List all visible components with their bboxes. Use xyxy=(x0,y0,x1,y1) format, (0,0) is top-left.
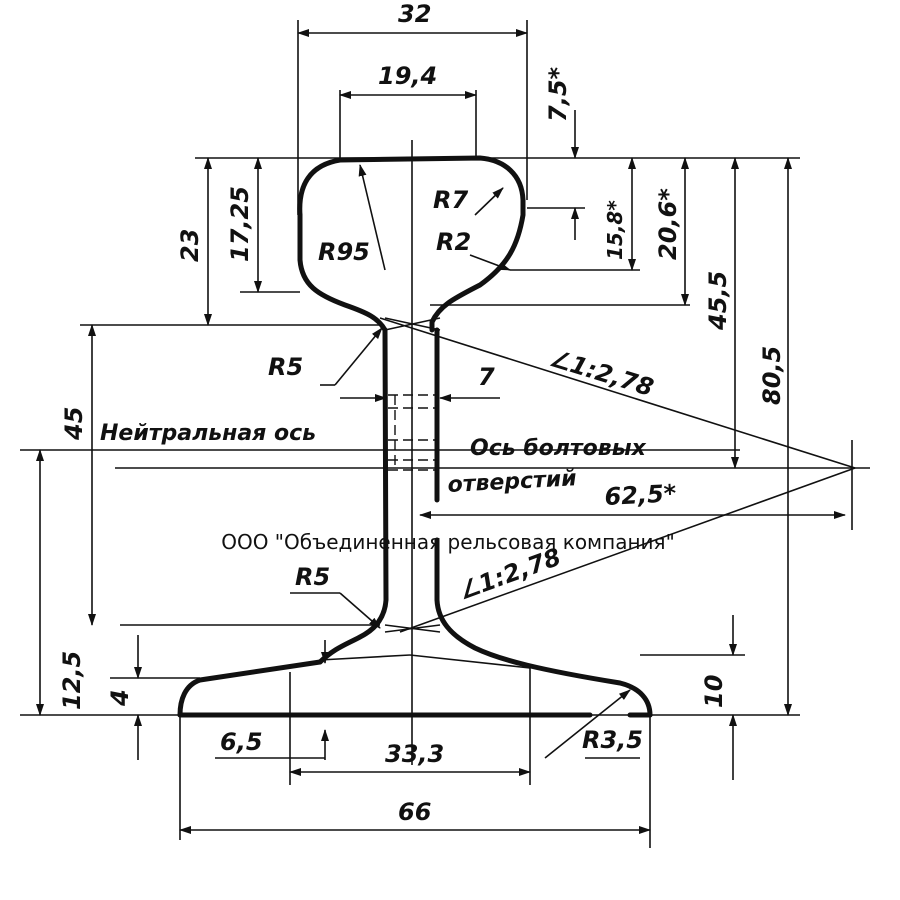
label-r95: R95 xyxy=(318,238,370,266)
label-7-5: 7,5* xyxy=(544,66,572,122)
rail-web-right-lower xyxy=(434,537,653,718)
label-6-5: 6,5 xyxy=(220,728,263,756)
flange-cross-2 xyxy=(384,317,441,331)
label-17-25: 17,25 xyxy=(226,186,254,262)
slope-line-top xyxy=(379,317,856,469)
label-head-top-width: 19,4 xyxy=(378,62,437,90)
label-neutral-axis: Нейтральная ось xyxy=(100,421,316,446)
extension-lines xyxy=(20,20,853,848)
label-45: 45 xyxy=(60,407,88,441)
rail-base-left xyxy=(177,659,323,718)
label-base-width: 66 xyxy=(398,798,431,826)
label-head-width: 32 xyxy=(398,0,431,28)
company-watermark: ООО "Объединенная рельсовая компания" xyxy=(221,530,675,554)
label-20-6: 20,6* xyxy=(654,188,682,260)
label-12-5: 12,5 xyxy=(58,651,86,710)
leader-lines xyxy=(290,164,640,759)
label-62-5: 62,5* xyxy=(604,479,678,511)
label-r5-bottom: R5 xyxy=(295,563,330,591)
rail-head-left xyxy=(297,212,388,333)
label-r3-5: R3,5 xyxy=(582,726,643,754)
label-4: 4 xyxy=(106,689,134,707)
slope-line-bottom xyxy=(399,467,856,633)
label-33-3: 33,3 xyxy=(385,740,444,768)
label-45-5: 45,5 xyxy=(704,271,732,331)
label-23: 23 xyxy=(176,229,204,262)
label-15-8: 15,8* xyxy=(603,200,627,260)
rail-head-outline xyxy=(297,155,526,333)
dimension-lines xyxy=(36,29,846,834)
label-bolt-axis-1: Ось болтовых xyxy=(470,436,647,461)
label-bolt-axis-2: отверстий xyxy=(447,466,577,498)
label-r5-top: R5 xyxy=(268,353,303,381)
label-web-width: 7 xyxy=(478,363,495,391)
dimension-labels: 32 19,4 7,5* 15,8* 20,6* 45,5 80,5 23 17… xyxy=(58,0,786,826)
label-r2: R2 xyxy=(436,228,471,256)
base-slope-line xyxy=(319,654,411,661)
rail-web-left xyxy=(317,327,389,665)
axis-lines xyxy=(20,140,870,765)
label-80-5: 80,5 xyxy=(758,346,786,405)
label-slope-top: ∠1:2,78 xyxy=(546,344,657,402)
label-r7: R7 xyxy=(433,186,468,214)
label-10: 10 xyxy=(700,675,728,708)
